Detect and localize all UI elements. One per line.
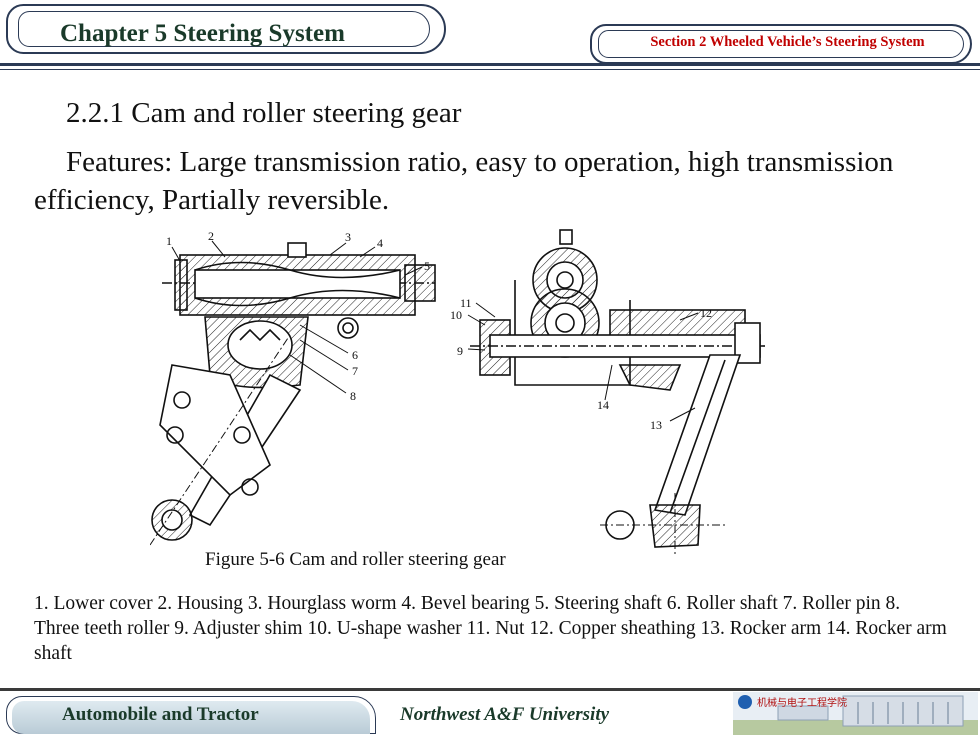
callout-14: 14 <box>597 398 609 412</box>
callout-8: 8 <box>350 389 356 403</box>
slide-heading: 2.2.1 Cam and roller steering gear <box>66 97 462 129</box>
footer-divider <box>0 688 980 691</box>
callout-7: 7 <box>352 364 358 378</box>
callout-12: 12 <box>700 306 712 320</box>
callout-3: 3 <box>345 230 351 244</box>
callout-2: 2 <box>208 229 214 243</box>
section-title: Section 2 Wheeled Vehicle’s Steering Sys… <box>650 34 925 50</box>
steering-gear-figure: 1 2 3 4 5 6 7 8 9 10 11 12 13 14 <box>150 229 765 555</box>
callout-1: 1 <box>166 234 172 248</box>
callout-10: 10 <box>450 308 462 322</box>
callout-9: 9 <box>457 344 463 358</box>
callout-11: 11 <box>460 296 472 310</box>
figure-caption: Figure 5-6 Cam and roller steering gear <box>205 549 506 570</box>
callout-4: 4 <box>377 236 383 250</box>
callout-6: 6 <box>352 348 358 362</box>
header-divider <box>0 63 980 66</box>
footer-tab <box>6 696 376 734</box>
features-text: Features: Large transmission ratio, easy… <box>34 146 894 216</box>
logo-text: 机械与电子工程学院 <box>757 696 847 709</box>
callout-5: 5 <box>424 259 430 273</box>
college-building-logo: 机械与电子工程学院 <box>733 692 978 735</box>
header-divider-thin <box>0 69 980 70</box>
callout-13: 13 <box>650 418 662 432</box>
chapter-tab <box>6 4 446 54</box>
university-name: Northwest A&F University <box>400 704 610 725</box>
parts-legend: 1. Lower cover 2. Housing 3. Hourglass w… <box>34 593 947 664</box>
section-tab <box>590 24 972 64</box>
chapter-title: Chapter 5 Steering System <box>60 20 345 47</box>
course-name: Automobile and Tractor <box>62 704 259 725</box>
